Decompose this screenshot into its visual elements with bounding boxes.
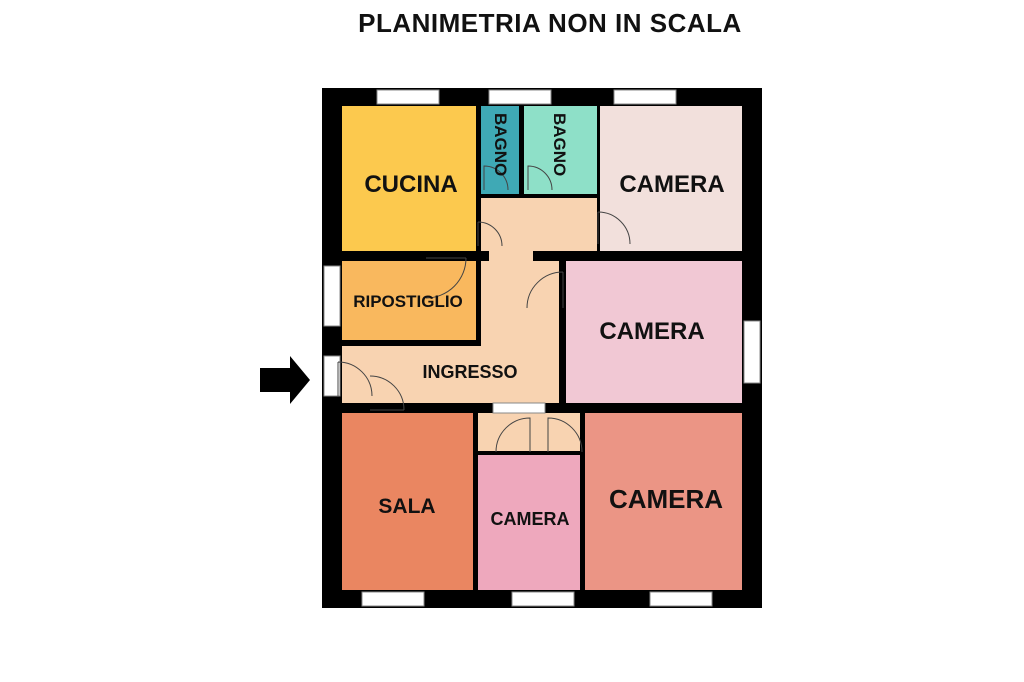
room-ingresso[interactable] <box>342 198 597 403</box>
room-bagno-2[interactable] <box>524 106 597 194</box>
label-bagno-1: BAGNO <box>491 113 510 176</box>
room-sala[interactable] <box>342 413 473 590</box>
door-swings <box>337 165 631 453</box>
room-camera-large[interactable] <box>585 413 742 590</box>
label-ingresso: INGRESSO <box>422 362 517 382</box>
room-cucina[interactable] <box>342 106 476 251</box>
plan-title: PLANIMETRIA NON IN SCALA <box>358 8 742 38</box>
room-bagno-1[interactable] <box>481 106 519 194</box>
label-bagno-2: BAGNO <box>550 113 569 176</box>
label-camera-mid: CAMERA <box>599 318 704 345</box>
label-camera-small: CAMERA <box>491 509 570 529</box>
label-ripostiglio: RIPOSTIGLIO <box>353 292 463 311</box>
room-camera-small[interactable] <box>478 455 580 590</box>
label-sala: SALA <box>378 495 435 518</box>
room-camera-mid[interactable] <box>566 261 742 403</box>
label-camera-top: CAMERA <box>619 171 724 198</box>
label-cucina: CUCINA <box>364 171 457 198</box>
windows <box>323 89 761 607</box>
room-camera-top[interactable] <box>600 106 742 251</box>
entrance-arrow <box>260 356 310 404</box>
room-ripostiglio[interactable] <box>342 261 476 340</box>
label-camera-large: CAMERA <box>609 484 723 514</box>
